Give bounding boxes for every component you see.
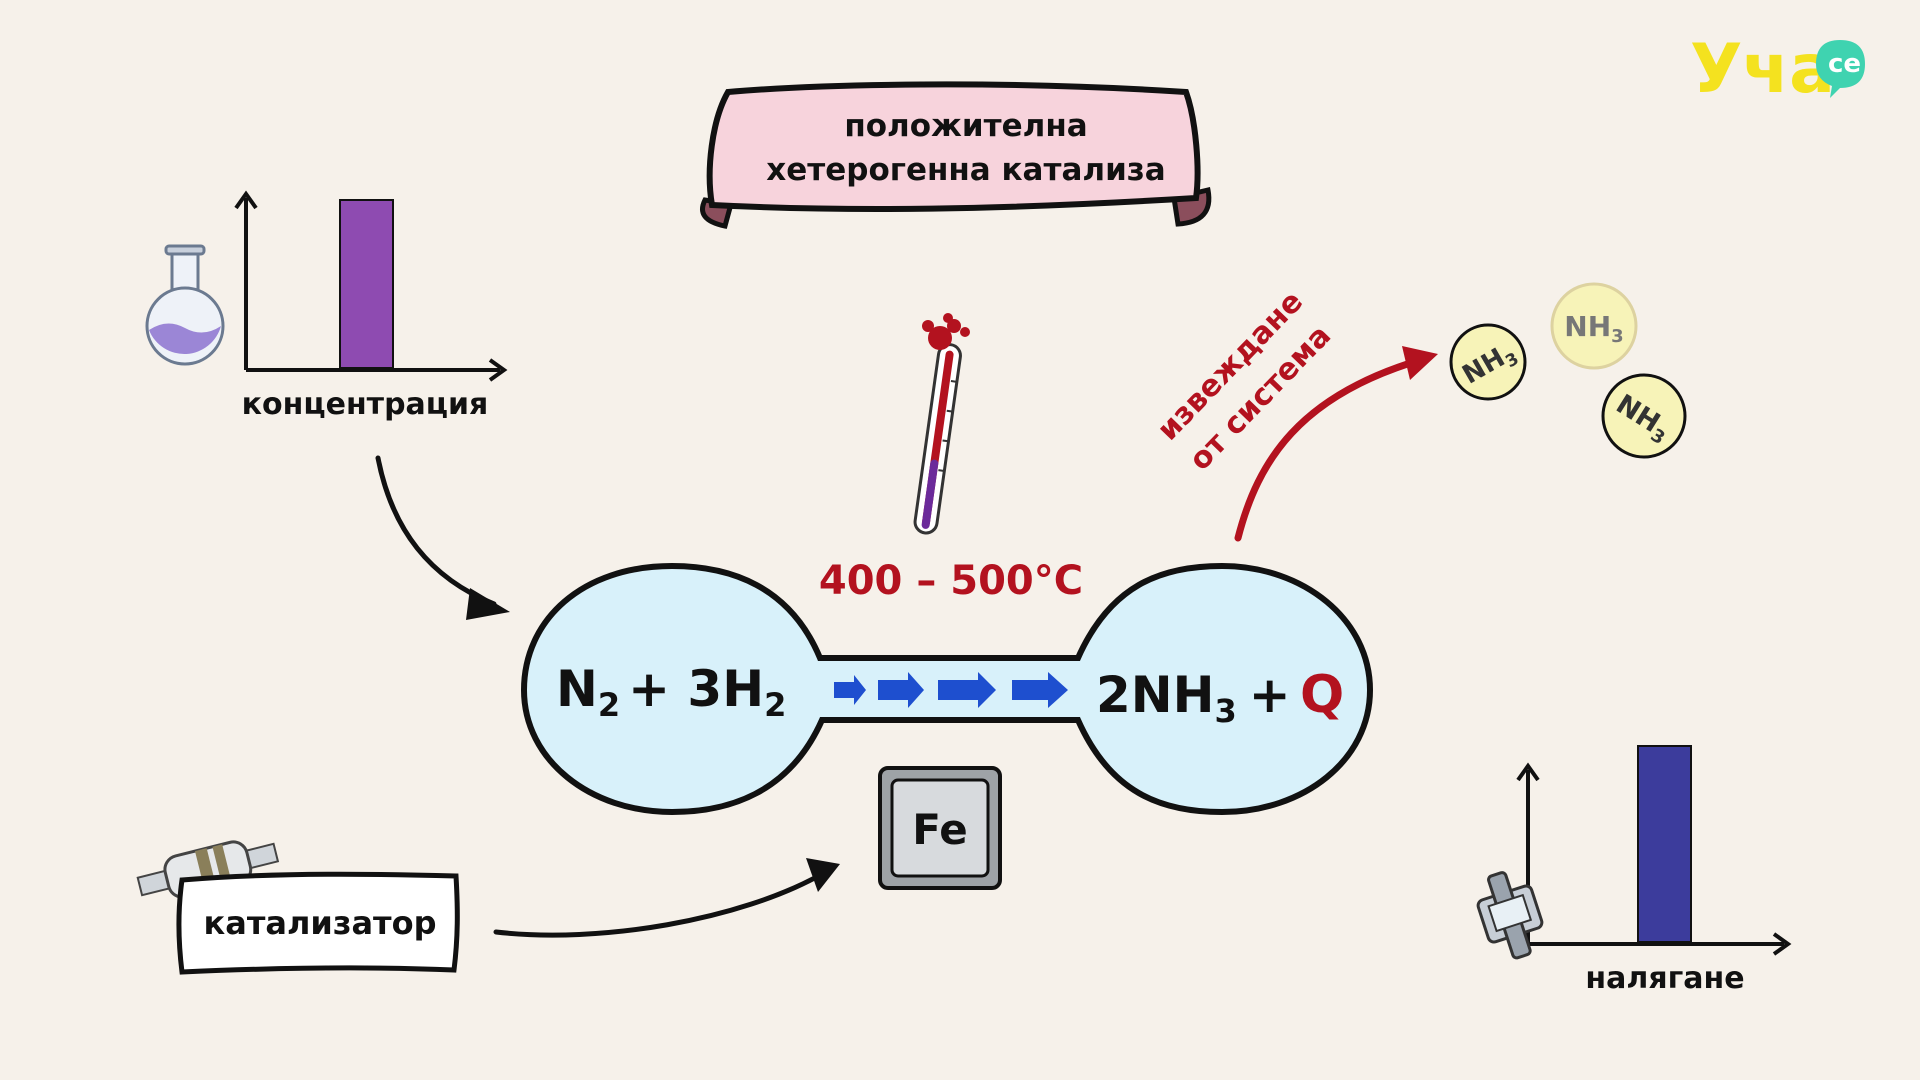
reaction-arrows bbox=[834, 672, 1068, 708]
pressure-bar bbox=[1637, 745, 1692, 943]
heat-label: Q bbox=[1300, 665, 1344, 725]
pressure-label: налягане bbox=[1585, 961, 1744, 996]
pump-icon bbox=[1476, 871, 1544, 960]
ammonia-molecule: NH3 bbox=[1601, 373, 1687, 459]
thermometer-icon bbox=[913, 343, 962, 535]
arrow-icon bbox=[878, 672, 924, 708]
catalyst-label: катализатор bbox=[204, 904, 437, 942]
arrow-icon bbox=[834, 675, 866, 705]
products-formula: 2NH3+ bbox=[1096, 666, 1291, 730]
arrowhead-icon bbox=[806, 858, 840, 892]
catalyst-arrow bbox=[493, 871, 825, 938]
arrowhead-icon bbox=[466, 588, 510, 620]
brand-badge-text: се bbox=[1828, 49, 1861, 79]
temperature-label: 400 – 500°C bbox=[819, 558, 1083, 604]
reactants: N2+ 3H2 bbox=[556, 660, 786, 724]
arrow-icon bbox=[1012, 672, 1068, 708]
removal-arrowhead bbox=[1402, 346, 1438, 380]
brand-text: Уча bbox=[1690, 30, 1835, 109]
ammonia-molecule: NH3 bbox=[1550, 282, 1638, 370]
ammonia-sub: 3 bbox=[1611, 326, 1624, 347]
scroll-body bbox=[706, 81, 1201, 213]
arrow-icon bbox=[938, 672, 996, 708]
ammonia-molecule: NH3 bbox=[1449, 323, 1527, 401]
title-line-2: хетерогенна катализа bbox=[766, 152, 1165, 188]
flask-liquid bbox=[149, 323, 221, 355]
flask-icon bbox=[145, 244, 225, 366]
brand-badge-bubble bbox=[1816, 40, 1865, 98]
ammonia-label: NH bbox=[1564, 310, 1611, 343]
iron-symbol: Fe bbox=[912, 805, 967, 854]
removal-arrow bbox=[1234, 356, 1424, 542]
splash-icon bbox=[922, 313, 970, 350]
concentration-bar bbox=[339, 199, 394, 369]
title-line-1: положителна bbox=[844, 108, 1087, 144]
catalyst-label-box bbox=[176, 871, 460, 975]
concentration-label: концентрация bbox=[242, 387, 489, 422]
svg-text:NH3: NH3 bbox=[1564, 310, 1623, 347]
